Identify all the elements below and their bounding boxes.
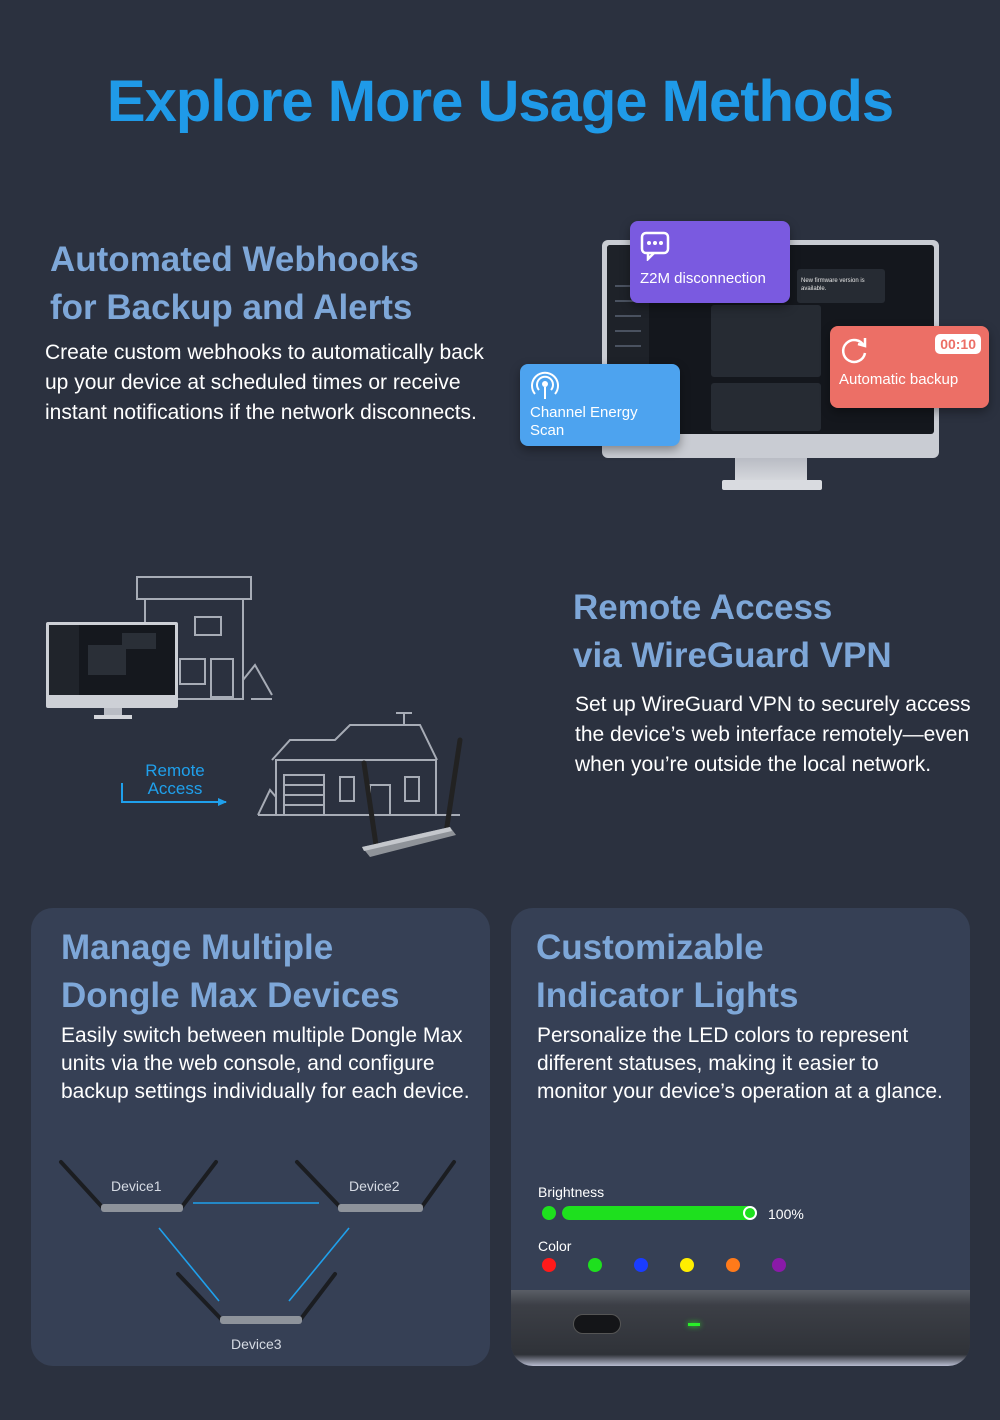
dongle-led-indicator	[688, 1323, 700, 1326]
multiple-heading: Manage Multiple Dongle Max Devices	[61, 924, 481, 1020]
sidebar-line	[615, 330, 641, 332]
multiple-heading-line2: Dongle Max Devices	[61, 976, 400, 1015]
remote-heading-line1: Remote Access	[573, 588, 833, 627]
remote-description: Set up WireGuard VPN to securely access …	[575, 693, 971, 776]
device-network-diagram	[59, 1160, 456, 1324]
refresh-icon	[841, 338, 867, 364]
sidebar-line	[615, 345, 641, 347]
sidebar-line	[615, 300, 641, 302]
indicator-lights-panel: Customizable Indicator Lights Personaliz…	[511, 908, 970, 1366]
webhooks-heading-line2: for Backup and Alerts	[50, 288, 413, 327]
remote-access-label: Remote Access	[130, 762, 220, 798]
webhooks-heading-line1: Automated Webhooks	[50, 240, 419, 279]
screen-notice-line1: New firmware version is	[801, 278, 865, 284]
antenna-signal-icon	[531, 371, 559, 399]
remote-access-label-line2: Access	[147, 779, 203, 798]
remote-access-illustration	[46, 576, 463, 857]
brightness-slider[interactable]	[562, 1206, 757, 1220]
multiple-description: Easily switch between multiple Dongle Ma…	[61, 1024, 470, 1103]
channel-scan-line1: Channel Energy	[530, 404, 638, 421]
monitor-base	[722, 480, 822, 490]
multiple-heading-line1: Manage Multiple	[61, 928, 334, 967]
channel-scan-label: Channel Energy Scan	[530, 404, 638, 440]
page-title: Explore More Usage Methods	[106, 69, 894, 134]
multiple-devices-panel: Manage Multiple Dongle Max Devices Easil…	[31, 908, 490, 1366]
color-label: Color	[538, 1238, 572, 1254]
screen-notice-line2: available.	[801, 286, 827, 292]
sidebar-line	[615, 315, 641, 317]
sidebar-line	[615, 285, 641, 287]
brightness-slider-knob[interactable]	[743, 1206, 757, 1220]
device1-label: Device1	[111, 1178, 162, 1194]
dongle-button	[573, 1314, 621, 1334]
lights-heading: Customizable Indicator Lights	[536, 924, 956, 1020]
color-swatch[interactable]	[726, 1258, 740, 1272]
brightness-label: Brightness	[538, 1184, 605, 1200]
color-swatch[interactable]	[634, 1258, 648, 1272]
color-swatch[interactable]	[588, 1258, 602, 1272]
color-swatch[interactable]	[680, 1258, 694, 1272]
device2-label: Device2	[349, 1178, 400, 1194]
lights-heading-line1: Customizable	[536, 928, 764, 967]
chat-icon	[640, 231, 670, 261]
brightness-value: 100%	[768, 1206, 804, 1222]
brightness-indicator-dot	[542, 1206, 556, 1220]
screen-notice: New firmware version is available.	[797, 269, 885, 303]
screen-panel	[711, 383, 821, 431]
remote-access-label-line1: Remote	[145, 761, 205, 780]
monitor-stand	[735, 458, 807, 482]
color-swatch[interactable]	[542, 1258, 556, 1272]
lights-description: Personalize the LED colors to represent …	[537, 1024, 943, 1103]
webhooks-heading: Automated Webhooks for Backup and Alerts	[50, 236, 510, 332]
backup-card-label: Automatic backup	[839, 371, 959, 388]
z2m-card: Z2M disconnection	[630, 221, 790, 303]
remote-heading-line2: via WireGuard VPN	[573, 636, 892, 675]
channel-scan-card: Channel Energy Scan	[520, 364, 680, 446]
backup-timer: 00:10	[935, 334, 981, 354]
brightness-slider-fill	[562, 1206, 757, 1220]
device3-label: Device3	[231, 1336, 282, 1352]
screen-panel	[711, 305, 821, 377]
webhooks-description: Create custom webhooks to automatically …	[45, 341, 484, 424]
channel-scan-line2: Scan	[530, 422, 565, 439]
color-swatch[interactable]	[772, 1258, 786, 1272]
z2m-card-label: Z2M disconnection	[640, 270, 766, 287]
lights-heading-line2: Indicator Lights	[536, 976, 799, 1015]
backup-card: 00:10 Automatic backup	[830, 326, 989, 408]
remote-heading: Remote Access via WireGuard VPN	[573, 584, 973, 680]
